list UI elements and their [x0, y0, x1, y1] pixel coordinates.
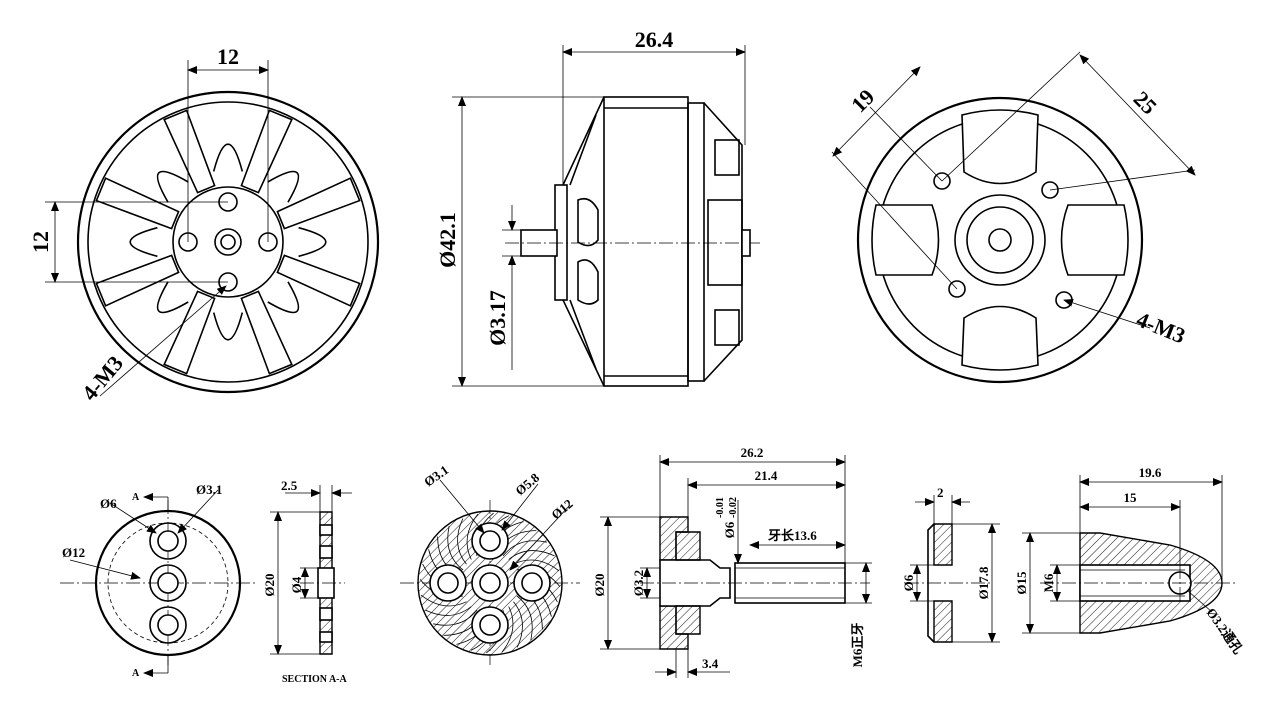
mount-d-pcd: Ø12: [62, 545, 85, 560]
front-dim-height: 12: [28, 231, 53, 253]
front-spokes: [95, 109, 361, 375]
adapter-dim-shaft-dia: Ø6: [722, 521, 737, 538]
spoke-slot: [129, 226, 158, 258]
spoke-slot: [156, 281, 189, 314]
side-dim-length: 26.4: [635, 27, 674, 52]
spoke: [276, 254, 361, 307]
hub-d-hole2: Ø5.8: [512, 470, 542, 499]
section-mark-bottom: A: [132, 668, 140, 679]
knurl-line: [433, 609, 478, 626]
knurl-line: [425, 606, 472, 616]
knurl-line: [447, 526, 464, 571]
spoke: [163, 290, 216, 375]
hub-d-hole: Ø3.1: [421, 462, 451, 489]
washer-dim-outer: Ø17.8: [976, 566, 991, 599]
knurl-line: [501, 606, 514, 653]
rear-dim-b: 25: [1129, 86, 1162, 119]
rear-view: 19 25 4-M3: [831, 51, 1196, 384]
adapter-dim-flange-thk: 3.4: [702, 656, 719, 671]
mount-d-hole2: Ø3.1: [196, 482, 222, 497]
knurl-line: [513, 601, 523, 648]
spoke: [276, 177, 361, 230]
spoke: [95, 254, 180, 307]
spoke-slot: [156, 170, 189, 203]
prop-hub-view: Ø3.1 Ø5.8 Ø12: [400, 462, 580, 665]
mount-plate-view: Ø6 Ø3.1 Ø12 A A: [60, 482, 258, 679]
adapter-thread-length: 牙长13.6: [768, 528, 817, 543]
washer-view: 2 Ø6 Ø17.8: [901, 485, 1000, 643]
section-aa-view: 2.5 Ø20 Ø4 SECTION A-A: [262, 478, 352, 685]
washer-dim-inner: Ø6: [901, 574, 916, 591]
motor-bell: [603, 96, 689, 387]
knurl-line: [516, 595, 533, 640]
spoke-slot: [212, 143, 244, 172]
nut-dim-total: 19.6: [1139, 465, 1162, 480]
rear-thread-note: 4-M3: [1133, 306, 1189, 348]
section-dim-bore: Ø4: [289, 576, 304, 593]
mount-d-hole: Ø6: [100, 496, 117, 511]
spoke-slot: [298, 226, 327, 258]
adapter-dim-total: 26.2: [741, 445, 764, 460]
washer-dim-thick: 2: [937, 485, 944, 500]
adapter-dim-shaft-len: 21.4: [755, 468, 778, 483]
knurl-line: [420, 594, 467, 607]
spoke-slot: [267, 170, 300, 203]
spoke: [163, 109, 216, 194]
adapter-tol-lower: -0.02: [728, 497, 739, 518]
section-mark-top: A: [132, 492, 140, 503]
knurl-line: [508, 550, 555, 560]
spoke-slot: [267, 281, 300, 314]
adapter-dim-bore: Ø3.2: [631, 570, 646, 596]
front-dim-width: 12: [217, 44, 239, 69]
prop-adapter-view: 26.2 21.4 Ø6 -0.01 -0.02 牙长13.6 Ø20 Ø3.2…: [592, 445, 872, 678]
nut-dim-dia: Ø15: [1014, 571, 1029, 595]
spoke-slot: [212, 312, 244, 341]
side-dim-shaft: Ø3.17: [485, 290, 510, 346]
section-dim-dia: Ø20: [262, 573, 277, 596]
front-view: 12 12 4-M3: [28, 44, 380, 405]
nut-cross-hole-note: Ø3.2通孔: [1204, 605, 1246, 657]
section-dim-thick: 2.5: [281, 478, 298, 493]
side-view: 26.4 Ø42.1 Ø3.17: [435, 27, 760, 387]
adapter-thread-spec: M6正牙: [850, 623, 865, 668]
adapter-dim-flange: Ø20: [592, 573, 607, 596]
spoke: [240, 290, 293, 375]
spinner-nut-view: 19.6 15 Ø15 M6 Ø3.2通孔: [1014, 465, 1246, 657]
hub-d-pcd: Ø12: [548, 496, 575, 522]
rear-dim-a: 19: [846, 84, 879, 117]
spoke: [240, 109, 293, 194]
knurl-line: [502, 540, 547, 557]
side-dim-diameter: Ø42.1: [435, 212, 460, 268]
shaft-end: [214, 228, 242, 256]
nut-thread: M6: [1041, 573, 1056, 592]
spoke: [95, 177, 180, 230]
knurl-line: [466, 513, 479, 560]
section-caption: SECTION A-A: [282, 674, 348, 685]
nut-dim-inner: 15: [1124, 490, 1138, 505]
knurl-line: [457, 518, 467, 565]
adapter-tol-upper: -0.01: [715, 497, 726, 518]
